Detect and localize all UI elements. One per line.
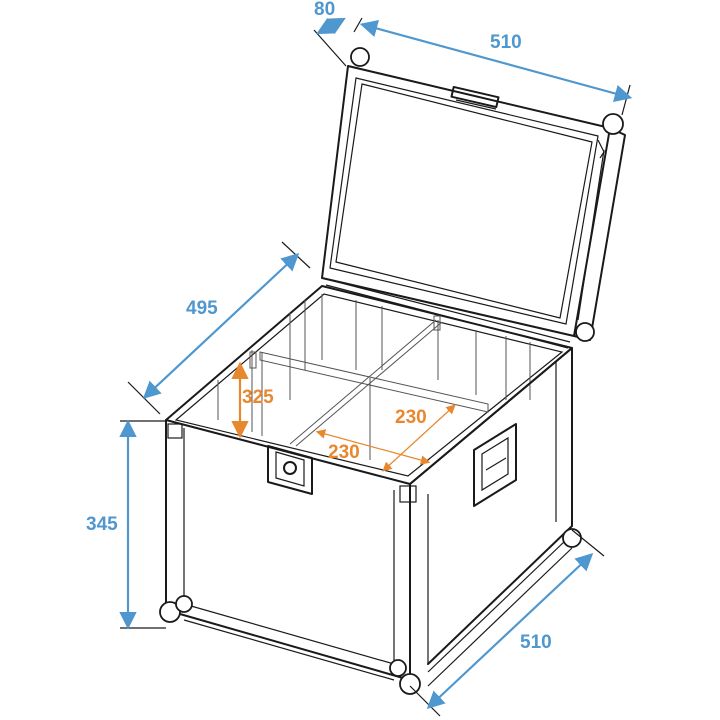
- dimension-compartment-width: 230: [315, 429, 431, 465]
- dimension-width-top: 510: [359, 19, 633, 116]
- label-width-top: 510: [490, 32, 522, 53]
- ball-corner: [602, 113, 624, 135]
- ball-corner: [399, 673, 421, 695]
- dimension-depth: 495: [127, 241, 311, 415]
- label-inner-height: 325: [242, 387, 274, 408]
- side-recessed-handle: [473, 423, 517, 507]
- lid-handle: [450, 85, 500, 110]
- label-depth: 495: [186, 298, 218, 319]
- label-height: 345: [86, 514, 118, 535]
- ball-corner: [159, 601, 181, 623]
- ball-corner: [350, 47, 370, 67]
- ball-corner: [175, 595, 193, 613]
- label-lid-depth: 80: [314, 0, 335, 20]
- dimension-lid-depth: 80: [313, 0, 363, 67]
- corner-bracket: [167, 423, 183, 439]
- corner-bracket: [399, 485, 417, 503]
- dimension-inner-height: 325: [231, 361, 274, 439]
- dimension-compartment-depth: 230: [382, 404, 456, 472]
- lid: [321, 47, 626, 349]
- butterfly-latch: [267, 445, 313, 495]
- dimension-height: 345: [86, 419, 166, 630]
- ball-corner: [575, 322, 595, 342]
- label-compartment-depth: 230: [395, 407, 427, 428]
- label-width-bottom: 510: [520, 632, 552, 653]
- label-compartment-width: 230: [328, 442, 360, 463]
- dimension-width-bottom: 510: [409, 529, 605, 717]
- case-body: [159, 285, 582, 695]
- cross-divider: [249, 315, 489, 460]
- ball-corner: [562, 528, 582, 548]
- ball-corner: [389, 659, 407, 677]
